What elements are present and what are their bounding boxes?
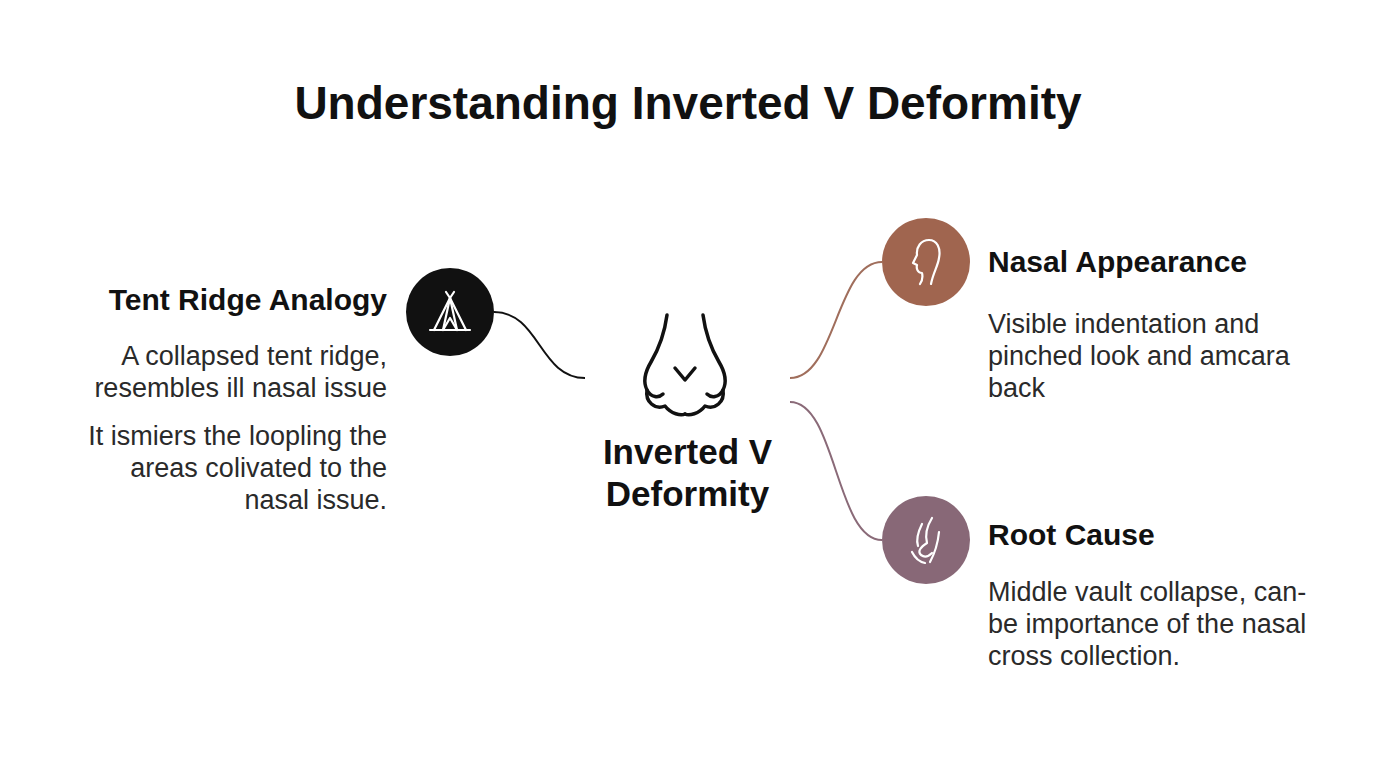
tent-icon xyxy=(434,298,466,330)
tent-icon xyxy=(443,318,457,330)
connector-curve xyxy=(790,262,882,378)
profile-icon xyxy=(930,532,939,562)
topic-circle: Tent Ridge AnalogyA collapsed tent ridge… xyxy=(406,268,494,356)
circle-outline xyxy=(882,496,970,584)
central-concept: Inverted V Deformity xyxy=(585,310,790,520)
topic-circle: Root CauseMiddle vault collapse, can-be … xyxy=(882,496,970,584)
tent-icon xyxy=(430,329,470,331)
nose-icon xyxy=(675,368,695,380)
icon-circle xyxy=(406,268,494,356)
topic-description: A collapsed tent ridge, resembles ill na… xyxy=(72,340,387,404)
profile-icon xyxy=(917,524,922,546)
nose-icon xyxy=(703,315,725,397)
topic-heading: Nasal Appearance xyxy=(988,244,1318,280)
circle-outline xyxy=(406,268,494,356)
topic-description: It ismiers the loopling the areas coliva… xyxy=(72,420,387,516)
icon-circle xyxy=(882,496,970,584)
topic-circle: Nasal AppearanceVisible indentation and … xyxy=(882,218,970,306)
topic-description: Middle vault collapse, can-be importance… xyxy=(988,576,1308,672)
topic-heading: Root Cause xyxy=(988,517,1318,553)
nose-icon xyxy=(685,390,723,415)
connector-curve xyxy=(790,402,882,540)
connector-curve xyxy=(494,312,585,378)
nose-icon xyxy=(645,315,667,397)
central-label: Inverted V Deformity xyxy=(585,431,790,515)
topic-description: Visible indentation and pinched look and… xyxy=(988,308,1308,404)
face-icon xyxy=(929,240,940,284)
icon-circle xyxy=(882,218,970,306)
nose-icon xyxy=(647,390,685,415)
topic-heading: Tent Ridge Analogy xyxy=(80,282,387,318)
circle-outline xyxy=(882,218,970,306)
profile-icon xyxy=(912,552,925,563)
diagram-title: Understanding Inverted V Deformity xyxy=(0,75,1376,131)
face-icon xyxy=(913,240,929,284)
